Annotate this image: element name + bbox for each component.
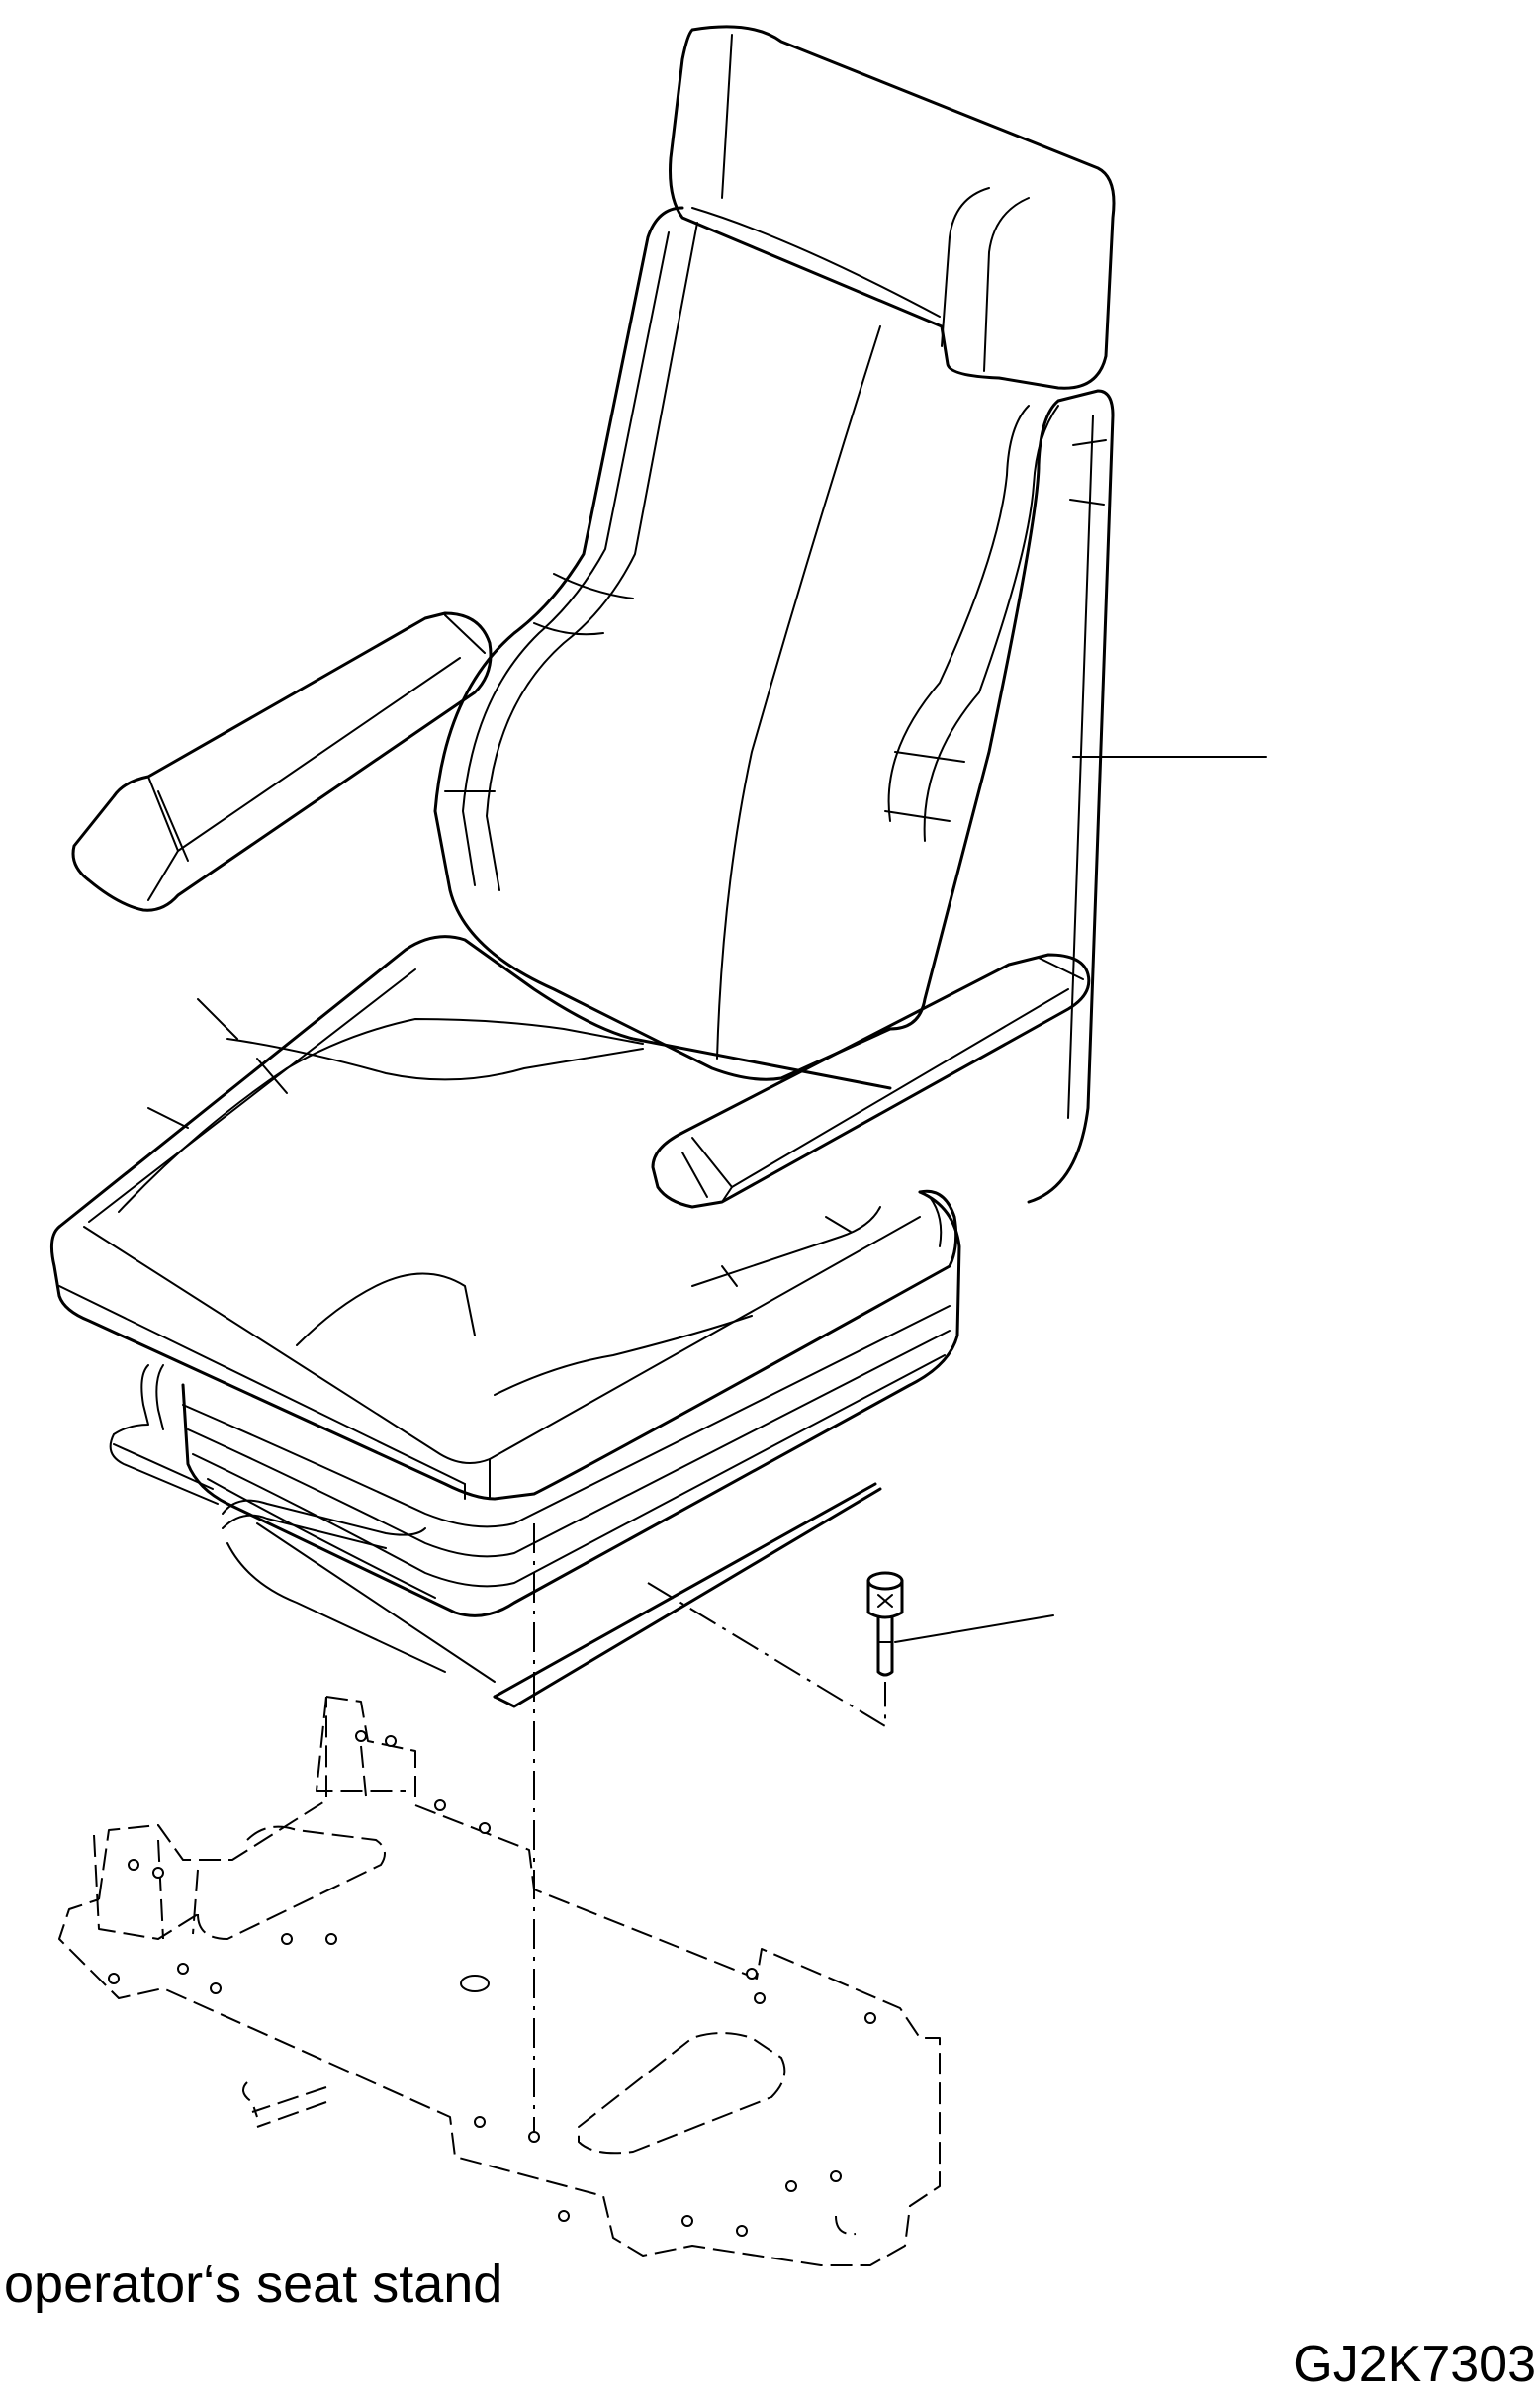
backrest: [433, 206, 1115, 1204]
seat-cushion: [49, 935, 958, 1501]
right-armrest: [651, 953, 1091, 1209]
left-armrest: [71, 611, 493, 912]
seat-stand-plate: [58, 1696, 941, 2266]
drawing-code: GJ2K7303: [1293, 2336, 1536, 2393]
headrest: [669, 25, 1116, 390]
assembly-centerlines: [533, 1523, 886, 2137]
drawing-caption: operator‘s seat stand: [4, 2255, 503, 2314]
bolt-leader-line: [894, 1614, 1054, 1643]
mounting-bolt: [866, 1571, 904, 1677]
seat-suspension: [109, 1190, 961, 1708]
